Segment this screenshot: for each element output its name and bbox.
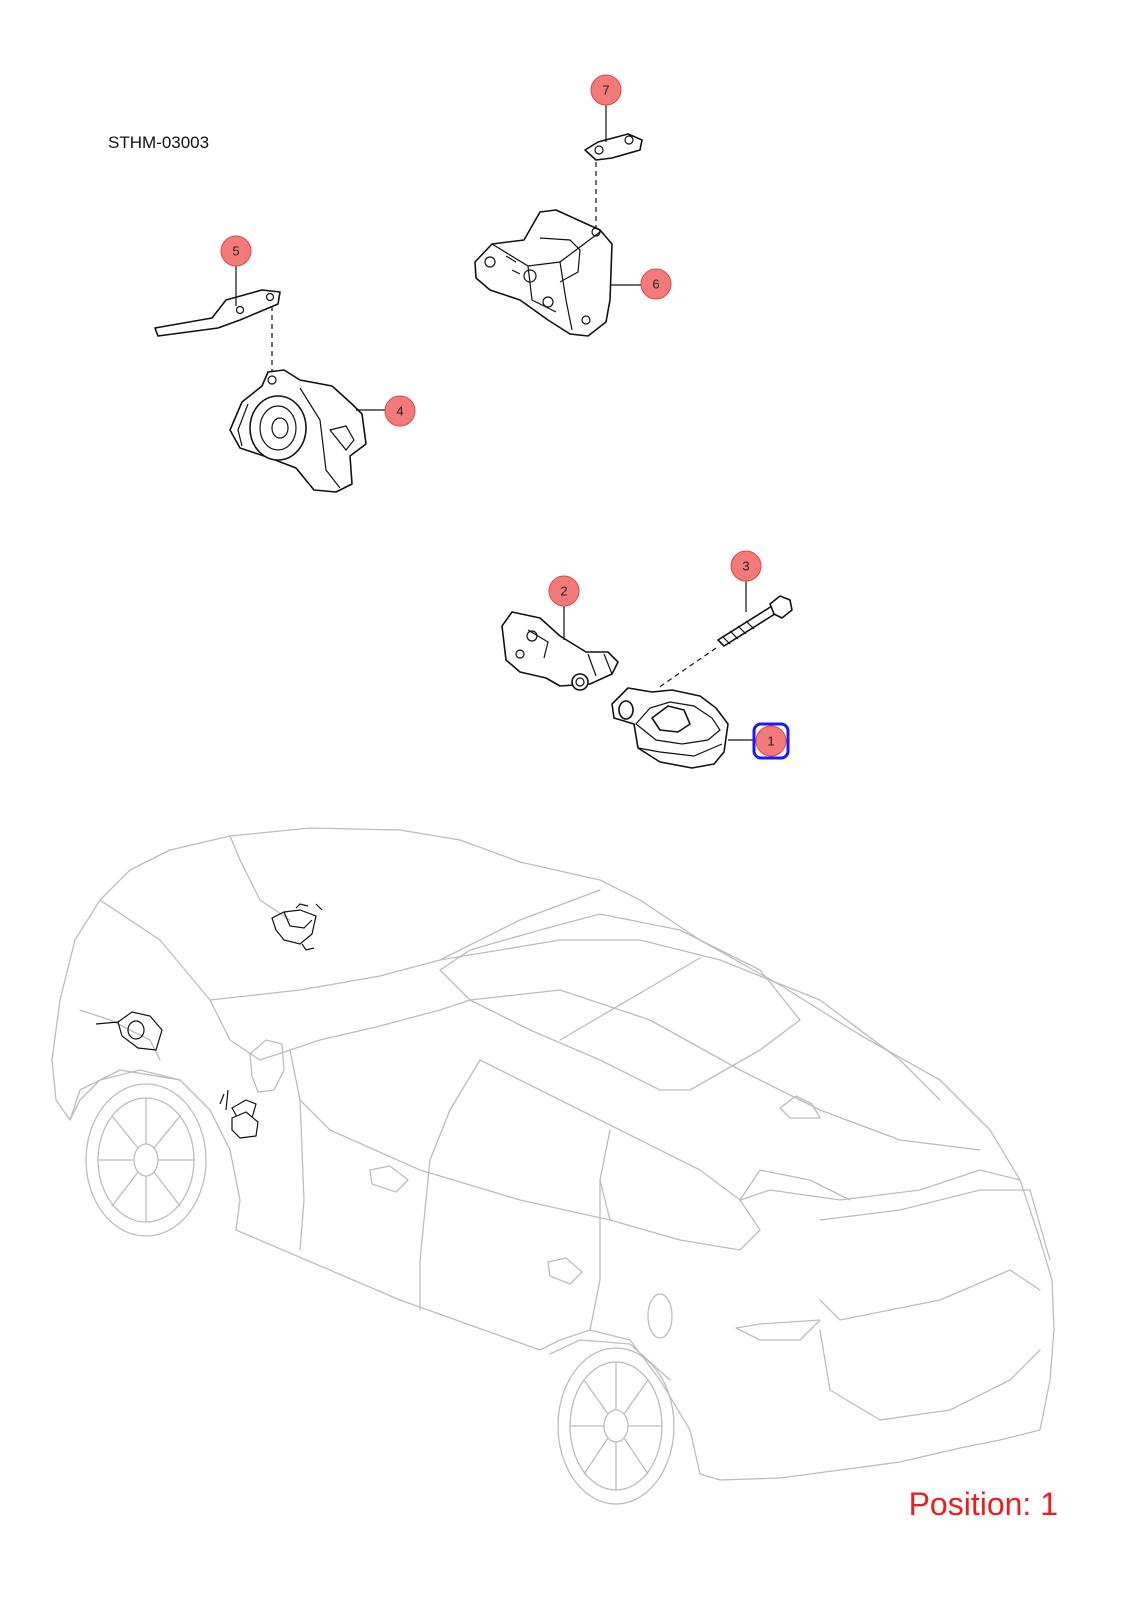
part-7-bracket[interactable] <box>584 133 643 161</box>
selected-highlight <box>752 722 790 760</box>
callout-bubble <box>640 268 672 300</box>
location-marker-left <box>95 1011 163 1051</box>
callout-6[interactable]: 6 <box>640 268 672 300</box>
callout-5[interactable]: 5 <box>220 235 252 267</box>
callout-1[interactable]: 1 <box>752 722 790 760</box>
position-label: Position: 1 <box>908 1486 1058 1522</box>
callout-7[interactable]: 7 <box>590 74 622 106</box>
callout-bubble <box>220 235 252 267</box>
part-6-transmission-mount[interactable] <box>474 209 613 337</box>
part-4-engine-mount[interactable] <box>229 369 367 493</box>
ref-code: STHM-03003 <box>108 133 210 152</box>
part-2-bracket[interactable] <box>501 611 619 691</box>
callout-bubble <box>548 575 580 607</box>
callout-2[interactable]: 2 <box>548 575 580 607</box>
callout-3[interactable]: 3 <box>730 550 762 582</box>
location-marker-lower <box>219 1089 259 1139</box>
callout-bubble <box>755 725 787 757</box>
part-1-rear-mount[interactable] <box>611 687 729 769</box>
callout-bubble <box>590 74 622 106</box>
callout-number: 3 <box>742 559 749 574</box>
callout-bubble <box>384 395 416 427</box>
callout-bubble <box>730 550 762 582</box>
callout-4[interactable]: 4 <box>384 395 416 427</box>
vehicle-outline <box>51 827 1055 1505</box>
dash-3 <box>657 647 717 689</box>
callout-number: 5 <box>232 244 239 259</box>
callout-number: 2 <box>560 584 567 599</box>
callout-number: 1 <box>767 734 774 749</box>
part-5-strap-bracket[interactable] <box>154 289 281 337</box>
callout-number: 4 <box>396 404 403 419</box>
part-3-bolt[interactable] <box>717 595 793 647</box>
callout-number: 6 <box>652 277 659 292</box>
location-marker-upper <box>271 903 323 951</box>
callout-number: 7 <box>602 83 609 98</box>
